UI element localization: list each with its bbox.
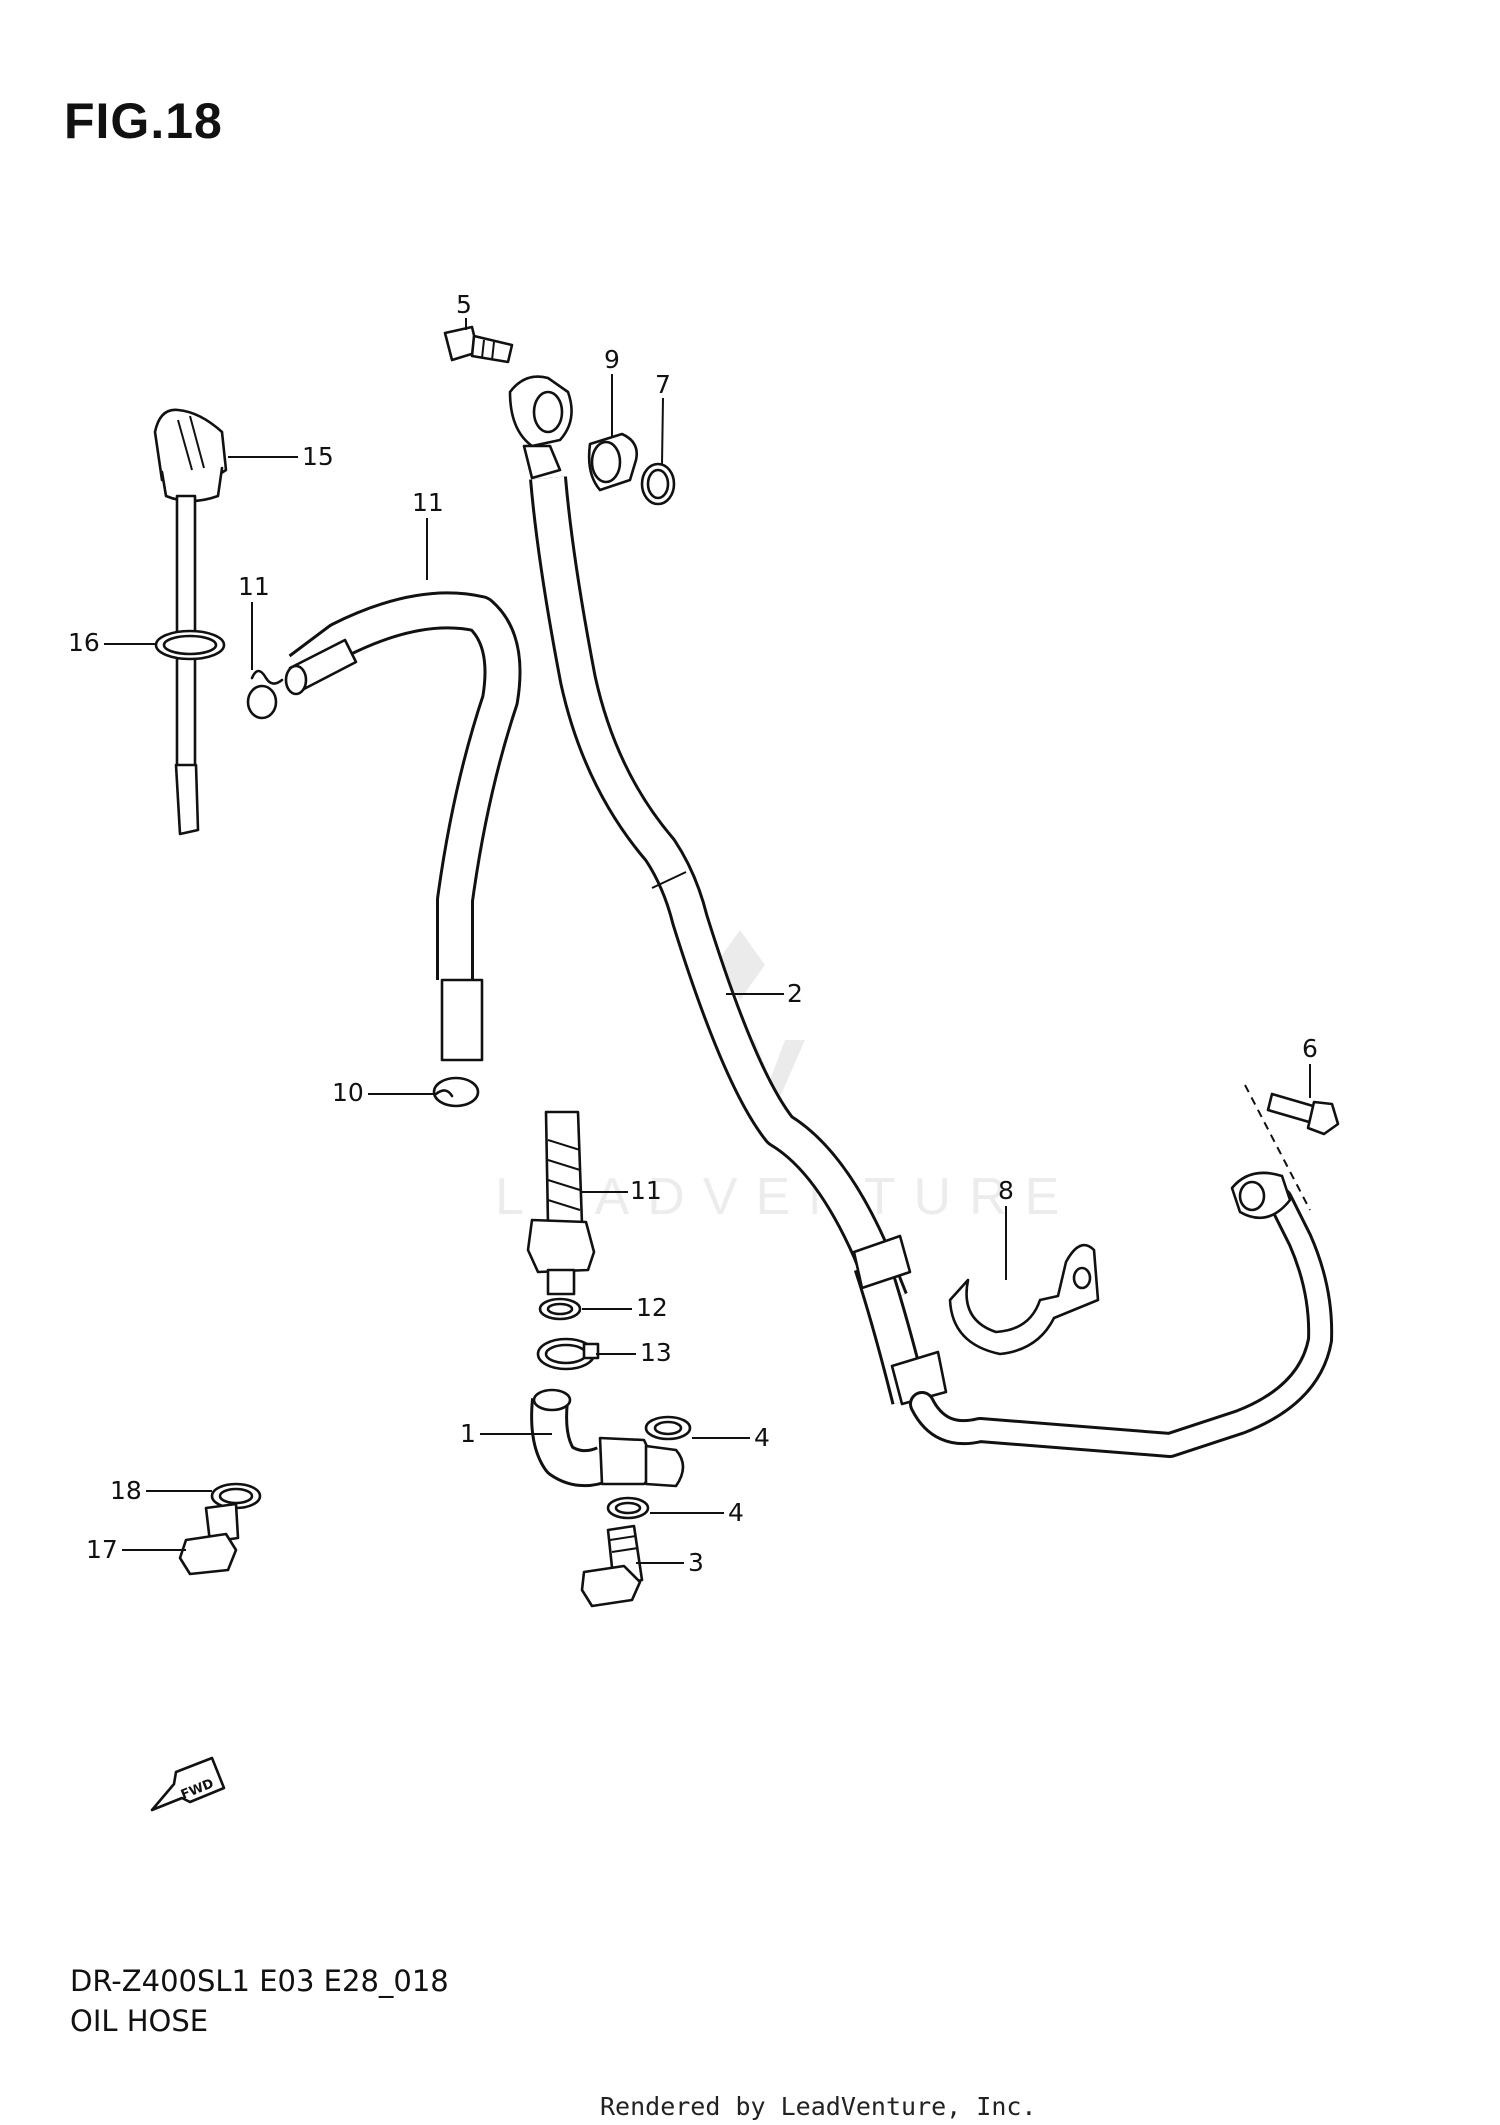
svg-text:6: 6 bbox=[1302, 1034, 1318, 1063]
callout-11-lower: 10 bbox=[332, 1078, 436, 1107]
part-11-hose-clip-upper[interactable] bbox=[246, 669, 284, 720]
svg-text:10: 10 bbox=[332, 1078, 364, 1107]
callout-11-upper: 11 bbox=[238, 572, 270, 670]
section-name: OIL HOSE bbox=[70, 2004, 209, 2038]
svg-text:4: 4 bbox=[728, 1498, 744, 1527]
svg-text:9: 9 bbox=[604, 345, 620, 374]
callout-3: 3 bbox=[636, 1548, 704, 1577]
svg-text:12: 12 bbox=[636, 1293, 668, 1322]
callout-1: 1 bbox=[460, 1419, 552, 1448]
callout-17: 17 bbox=[86, 1535, 186, 1564]
callout-7: 7 bbox=[655, 370, 671, 465]
part-12-union-bolt[interactable] bbox=[526, 1110, 596, 1296]
svg-text:3: 3 bbox=[688, 1548, 704, 1577]
part-16-dipstick-o-ring[interactable] bbox=[154, 494, 226, 836]
svg-text:5: 5 bbox=[456, 290, 472, 319]
callout-5: 5 bbox=[456, 290, 472, 330]
part-1-elbow-hose[interactable] bbox=[530, 1388, 685, 1488]
callout-4-upper: 4 bbox=[692, 1423, 770, 1452]
svg-text:2: 2 bbox=[787, 979, 803, 1008]
part-2-hose-top-fitting[interactable] bbox=[508, 375, 573, 480]
svg-text:18: 18 bbox=[110, 1476, 142, 1505]
svg-text:1: 1 bbox=[460, 1419, 476, 1448]
part-13-gasket[interactable] bbox=[538, 1297, 582, 1321]
render-credit: Rendered by LeadVenture, Inc. bbox=[600, 2092, 1037, 2121]
svg-text:13: 13 bbox=[640, 1338, 672, 1367]
svg-text:11: 11 bbox=[412, 488, 444, 517]
part-10-breather-hose[interactable] bbox=[284, 591, 522, 1062]
figure-title: FIG.18 bbox=[64, 93, 223, 149]
svg-text:17: 17 bbox=[86, 1535, 118, 1564]
callout-6: 6 bbox=[1302, 1034, 1318, 1098]
callout-2: 2 bbox=[726, 979, 803, 1008]
callout-4-lower: 4 bbox=[650, 1498, 744, 1527]
callout-16: 16 bbox=[68, 628, 156, 657]
svg-text:8: 8 bbox=[998, 1176, 1014, 1205]
callout-18: 18 bbox=[110, 1476, 212, 1505]
callout-12: 11 bbox=[582, 1176, 662, 1205]
svg-text:15: 15 bbox=[302, 442, 334, 471]
part-11-hose-clip-lower[interactable] bbox=[432, 1076, 480, 1108]
part-2-oil-hose-lower[interactable] bbox=[852, 1171, 1334, 1458]
svg-text:4: 4 bbox=[754, 1423, 770, 1452]
part-9-sleeve[interactable] bbox=[587, 432, 638, 492]
model-code: DR-Z400SL1 E03 E28_018 bbox=[70, 1964, 449, 1998]
callout-9: 9 bbox=[604, 345, 620, 436]
part-3-union-bolt[interactable] bbox=[580, 1524, 644, 1608]
fwd-arrow-icon: FWD bbox=[150, 1756, 226, 1812]
part-17-drain-plug[interactable] bbox=[178, 1502, 240, 1576]
part-8-hose-clamp[interactable] bbox=[948, 1243, 1100, 1356]
callout-14: 13 bbox=[596, 1338, 672, 1367]
svg-text:11: 11 bbox=[238, 572, 270, 601]
part-4-gasket-upper[interactable] bbox=[644, 1415, 692, 1441]
part-2-oil-hose[interactable] bbox=[529, 476, 908, 1308]
part-14-hose-clamp[interactable] bbox=[536, 1337, 600, 1371]
svg-text:16: 16 bbox=[68, 628, 100, 657]
callout-8: 8 bbox=[998, 1176, 1014, 1280]
part-4-gasket-lower[interactable] bbox=[606, 1496, 650, 1520]
callout-10: 11 bbox=[412, 488, 444, 580]
svg-text:11: 11 bbox=[630, 1176, 662, 1205]
part-15-oil-filler-cap[interactable] bbox=[153, 408, 228, 503]
svg-text:7: 7 bbox=[655, 370, 671, 399]
part-7-o-ring[interactable] bbox=[640, 462, 676, 506]
watermark-text: LEADVENTURE bbox=[495, 1168, 1077, 1226]
callout-15: 15 bbox=[228, 442, 334, 471]
callout-13: 12 bbox=[582, 1293, 668, 1322]
part-6-bolt[interactable] bbox=[1244, 1084, 1340, 1211]
part-5-banjo-bolt[interactable] bbox=[443, 325, 514, 364]
